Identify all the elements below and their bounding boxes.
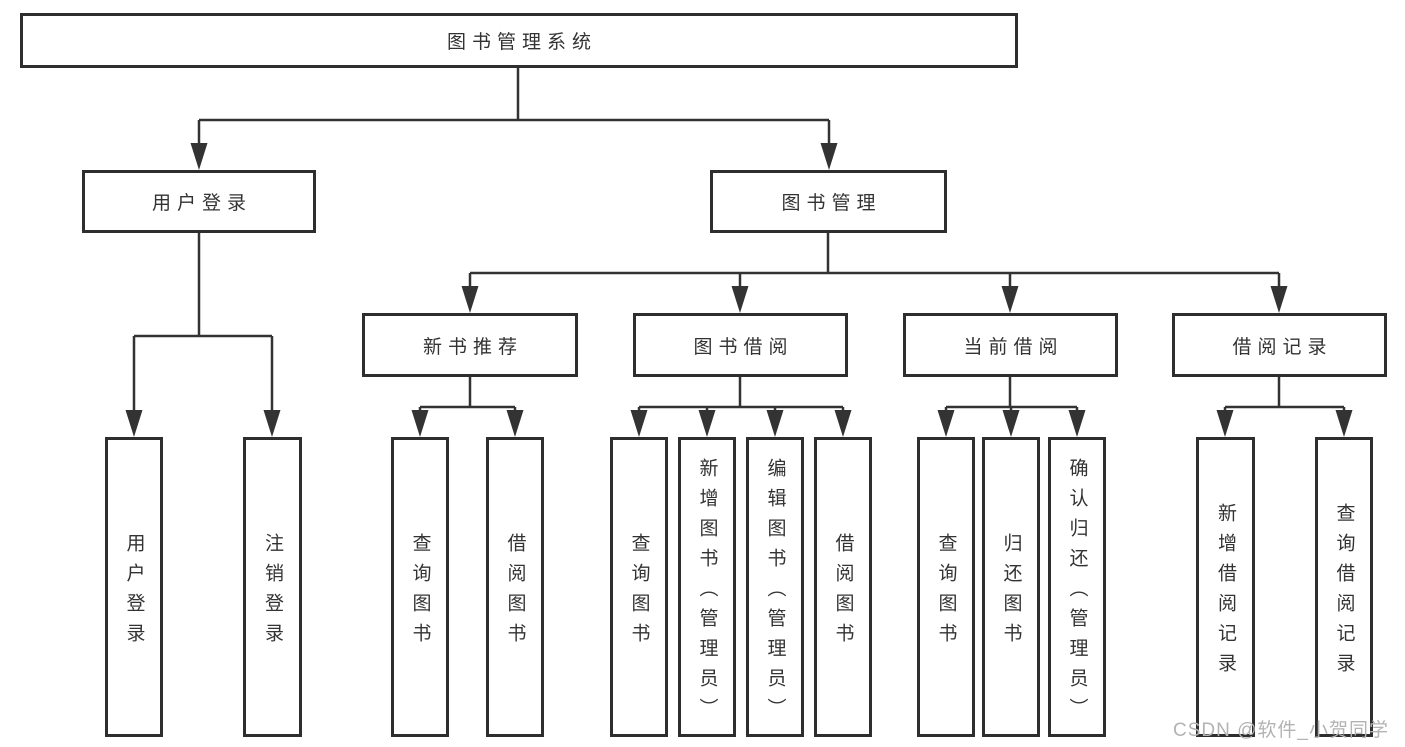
node-label: 用户登录 [123, 532, 145, 653]
leaf-query-books-newbook: 查询图书 [391, 437, 449, 737]
node-book-borrowing: 图书借阅 [633, 313, 848, 377]
node-current-borrowing: 当前借阅 [903, 313, 1118, 377]
node-label: 编辑图书（管理员） [764, 457, 786, 728]
node-label: 新增借阅记录 [1215, 502, 1236, 683]
node-label: 查询图书 [935, 532, 957, 653]
leaf-borrow-books-borrow: 借阅图书 [814, 437, 872, 737]
node-book-management: 图书管理 [710, 170, 947, 233]
node-label: 用户登录 [151, 193, 252, 214]
leaf-query-books-current: 查询图书 [917, 437, 975, 737]
node-label: 新增图书（管理员） [696, 457, 718, 728]
node-borrowing-records: 借阅记录 [1172, 313, 1387, 377]
csdn-watermark: CSDN @软件_小贺同学 [1173, 720, 1389, 741]
leaf-logout: 注销登录 [243, 437, 302, 737]
node-label: 图书借阅 [693, 336, 794, 358]
node-label: 借阅图书 [832, 532, 854, 653]
leaf-query-books-borrow: 查询图书 [610, 437, 668, 737]
node-label: 归还图书 [1000, 532, 1022, 653]
node-new-book-recommendation: 新书推荐 [362, 313, 578, 377]
leaf-return-book: 归还图书 [982, 437, 1040, 737]
node-label: 借阅图书 [504, 532, 526, 653]
arrowheads [125, 143, 1353, 437]
node-label: 查询图书 [628, 532, 650, 653]
node-label: 借阅记录 [1232, 336, 1333, 358]
node-label: 注销登录 [262, 532, 283, 653]
leaf-confirm-return-admin: 确认归还（管理员） [1048, 437, 1106, 737]
leaf-add-book-admin: 新增图书（管理员） [678, 437, 736, 737]
leaf-edit-book-admin: 编辑图书（管理员） [746, 437, 804, 737]
node-label: 查询借阅记录 [1333, 502, 1355, 683]
node-label: 当前借阅 [963, 336, 1064, 358]
node-label: 确认归还（管理员） [1066, 457, 1088, 728]
node-label: 查询图书 [409, 532, 431, 653]
leaf-add-borrow-record: 新增借阅记录 [1196, 437, 1255, 737]
leaf-borrow-books-newbook: 借阅图书 [486, 437, 544, 737]
node-label: 图书管理 [781, 193, 882, 214]
leaf-query-borrow-record: 查询借阅记录 [1315, 437, 1373, 737]
node-user-login-group: 用户登录 [82, 170, 316, 233]
leaf-user-login: 用户登录 [105, 437, 163, 737]
node-root-library-system: 图书管理系统 [20, 13, 1018, 68]
node-label: 新书推荐 [422, 336, 523, 358]
node-label: 图书管理系统 [446, 32, 597, 53]
